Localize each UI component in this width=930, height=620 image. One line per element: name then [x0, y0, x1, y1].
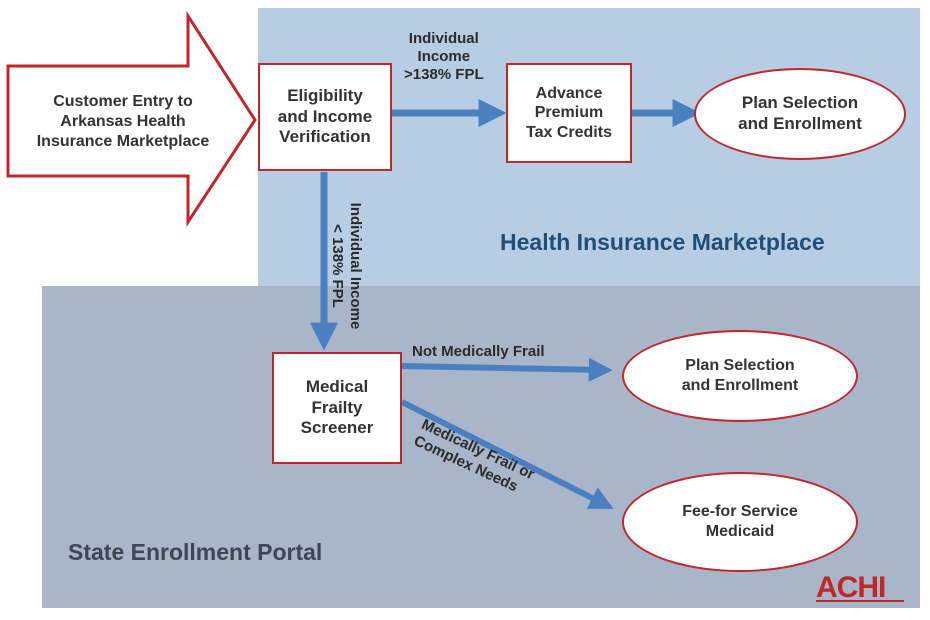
- medical-frailty-screener-box: Medical Frailty Screener: [272, 352, 402, 464]
- arrow-screener-to-fee-for-service: [400, 399, 614, 509]
- eligibility-verification-box: Eligibility and Income Verification: [258, 63, 392, 171]
- advance-premium-tax-credits-box: Advance Premium Tax Credits: [506, 63, 632, 163]
- over-138-fpl-label: Individual Income >138% FPL: [404, 30, 484, 83]
- svg-text:ACHI: ACHI: [816, 571, 885, 604]
- arrow-screener-to-plan-selection: [401, 357, 613, 382]
- not-medically-frail-label: Not Medically Frail: [412, 343, 545, 360]
- achi-logo: ACHI: [816, 571, 904, 604]
- marketplace-title: Health Insurance Marketplace: [500, 229, 825, 255]
- plan-selection-marketplace-ellipse: Plan Selection and Enrollment: [694, 68, 906, 160]
- state-portal-title: State Enrollment Portal: [68, 539, 323, 565]
- fee-for-service-medicaid-ellipse: Fee-for Service Medicaid: [622, 472, 858, 572]
- customer-entry-label: Customer Entry to Arkansas Health Insura…: [36, 93, 210, 150]
- plan-selection-portal-ellipse: Plan Selection and Enrollment: [622, 330, 858, 422]
- under-138-fpl-label: Individual Income < 138% FPL: [329, 202, 364, 330]
- entry-arrow-shape: [6, 10, 257, 228]
